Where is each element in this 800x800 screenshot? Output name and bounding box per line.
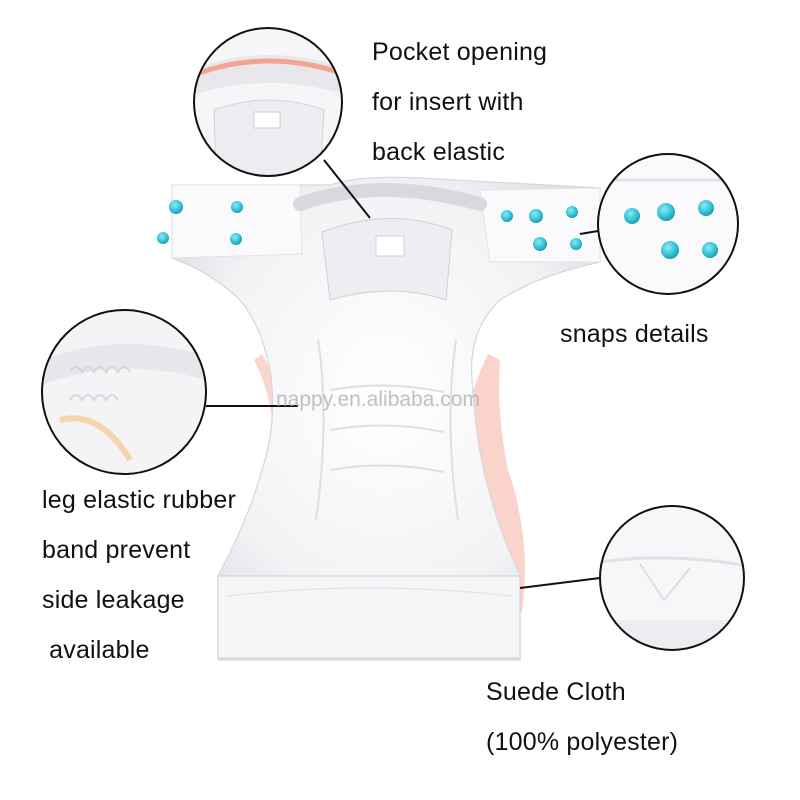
pocket-opening-zoom-icon [193,27,343,177]
snap [501,210,513,222]
pocket-label-line: back elastic [372,138,506,166]
leg-elastic-zoom-icon [41,309,207,475]
pocket-label-line: Pocket opening [372,38,548,66]
snap [230,233,242,245]
suede-label-line: Suede Cloth [486,678,626,706]
suede-cloth-label: Suede Cloth (100% polyester) [486,678,678,778]
front-panel [217,575,521,659]
suede-label-line: (100% polyester) [486,728,679,756]
snap [157,232,169,244]
pocket-leader [323,159,371,219]
snap [533,237,547,251]
back-elastic [293,183,487,211]
snap [169,200,183,214]
pocket-opening [321,218,453,301]
leg-label-line: available [42,636,150,664]
snap [570,238,582,250]
diaper-tag [375,235,405,257]
leg-label-line: band prevent [42,536,191,564]
snaps-on-diaper [157,200,582,251]
diaper-body [171,176,601,661]
leg-elastic-label: leg elastic rubber band prevent side lea… [42,486,236,686]
snap [566,206,578,218]
leg-label-line: leg elastic rubber [42,486,236,514]
pocket-opening-label: Pocket opening for insert with back elas… [372,38,547,188]
snaps-details-label: snaps details [560,320,709,349]
diaper [171,176,601,661]
leg-label-line: side leakage [42,586,185,614]
snaps-label-line: snaps details [560,320,709,348]
snap [529,209,543,223]
watermark: nappy.en.alibaba.com [276,388,480,411]
pocket-label-line: for insert with [372,88,524,116]
suede-leader [519,577,601,589]
snaps-zoom-icon [597,153,739,295]
suede-cloth-zoom-icon [599,505,745,651]
left-wing [171,184,303,259]
snap [231,201,243,213]
